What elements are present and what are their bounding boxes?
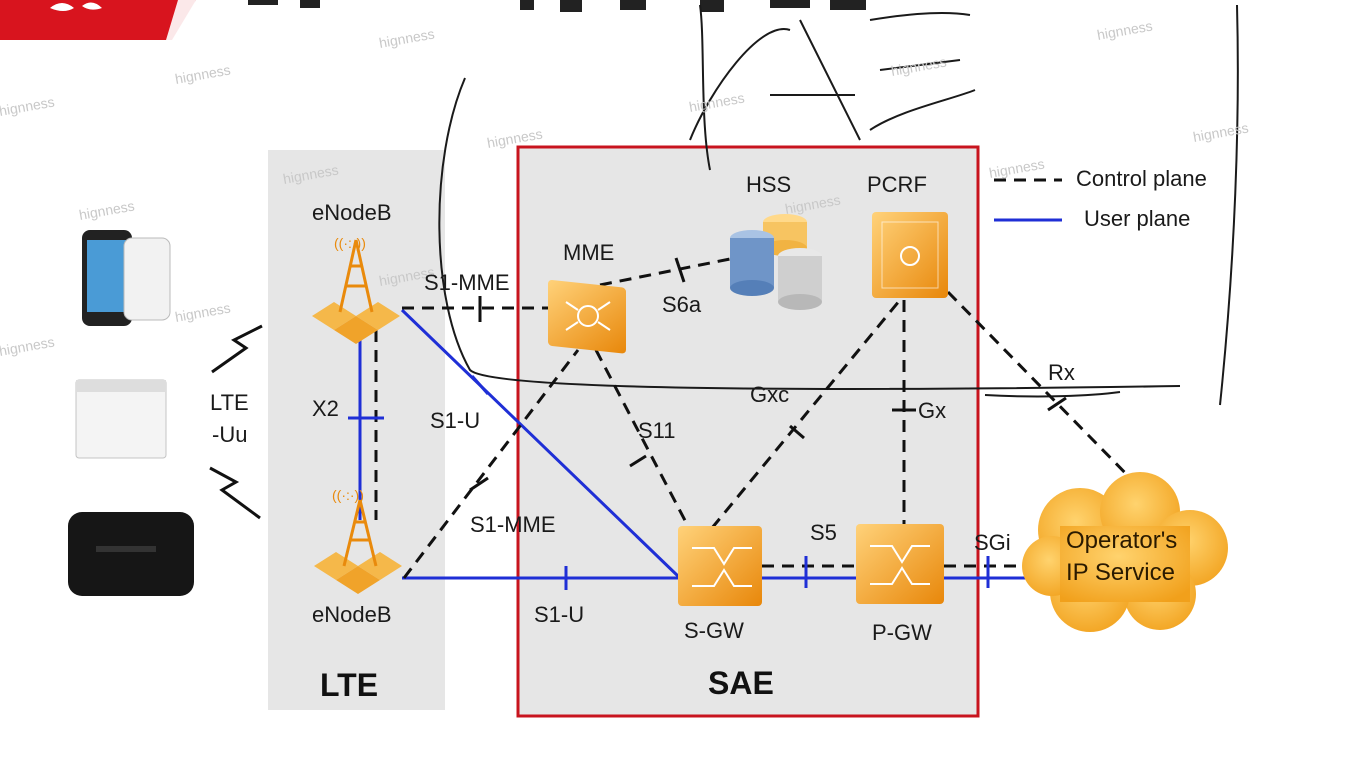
- interface-s1-u-upper: S1-U: [430, 408, 480, 433]
- ip-service-label-line2: IP Service: [1066, 559, 1175, 586]
- pgw-label: P-GW: [872, 620, 932, 645]
- interface-x2: X2: [312, 396, 339, 421]
- lte-region-title: LTE: [320, 667, 378, 703]
- svg-text:hignness: hignness: [988, 155, 1046, 180]
- radio-link-bolt-icon: [209, 324, 263, 520]
- interface-s11: S11: [638, 418, 676, 443]
- pgw-node-icon: [856, 524, 944, 604]
- ip-service-cloud-icon: [1022, 472, 1228, 632]
- smartphone-device-icon: [82, 230, 171, 326]
- svg-text:hignness: hignness: [688, 89, 746, 114]
- enodeb-bottom-label: eNodeB: [312, 602, 392, 627]
- enodeb-top-icon: ((·:·)): [312, 235, 400, 344]
- hss-database-icon: [730, 214, 822, 310]
- pcrf-label: PCRF: [867, 172, 927, 197]
- link-s11: [594, 349, 692, 531]
- ip-service-label-line1: Operator's: [1066, 527, 1177, 554]
- svg-text:hignness: hignness: [890, 53, 948, 78]
- svg-text:hignness: hignness: [1096, 17, 1154, 42]
- control-plane-links: [374, 256, 1142, 579]
- interface-gxc: Gxc: [750, 382, 789, 407]
- logo-banner: [0, 0, 196, 40]
- mme-label: MME: [563, 240, 614, 265]
- svg-text:hignness: hignness: [78, 197, 136, 222]
- interface-s5: S5: [810, 520, 837, 545]
- interface-ticks: [348, 257, 1067, 590]
- interface-s1-mme-top: S1-MME: [424, 270, 510, 295]
- link-s1mme-bottom: [402, 349, 580, 579]
- svg-text:hignness: hignness: [174, 299, 232, 324]
- legend-user-plane-label: User plane: [1084, 206, 1190, 231]
- link-s1u-upper: [400, 308, 682, 580]
- svg-text:((·:·)): ((·:·)): [332, 487, 364, 503]
- svg-text:hignness: hignness: [1192, 119, 1250, 144]
- svg-text:hignness: hignness: [174, 61, 232, 86]
- hss-label: HSS: [746, 172, 791, 197]
- link-rx: [946, 290, 1142, 490]
- enodeb-top-label: eNodeB: [312, 200, 392, 225]
- mifi-device-icon: [68, 512, 194, 596]
- lte-uu-label-line1: LTE: [210, 390, 249, 415]
- interface-s1-mme-bottom: S1-MME: [470, 512, 556, 537]
- pcrf-node-icon: [872, 212, 948, 298]
- cpe-router-device-icon: [75, 379, 167, 459]
- sgw-node-icon: [678, 526, 762, 606]
- sgw-label: S-GW: [684, 618, 744, 643]
- link-s6a: [599, 256, 736, 287]
- svg-text:((·:·)): ((·:·)): [334, 235, 366, 251]
- lte-uu-label-line2: -Uu: [212, 422, 247, 447]
- link-gxc: [710, 299, 902, 529]
- svg-text:hignness: hignness: [378, 25, 436, 50]
- handwritten-annotations: [438, 4, 1239, 406]
- user-plane-links: [358, 308, 1040, 580]
- mme-node-icon: [548, 279, 626, 354]
- enodeb-bottom-icon: ((·:·)): [314, 487, 402, 594]
- interface-s1-u-lower: S1-U: [534, 602, 584, 627]
- sae-region-title: SAE: [708, 665, 774, 701]
- svg-text:hignness: hignness: [0, 333, 56, 358]
- legend: Control plane User plane: [994, 166, 1207, 231]
- interface-sgi: SGi: [974, 530, 1011, 555]
- cropped-heading-fragment: [248, 0, 866, 12]
- svg-text:hignness: hignness: [0, 93, 56, 118]
- interface-s6a: S6a: [662, 292, 702, 317]
- interface-gx: Gx: [918, 398, 946, 423]
- legend-control-plane-label: Control plane: [1076, 166, 1207, 191]
- interface-rx: Rx: [1048, 360, 1075, 385]
